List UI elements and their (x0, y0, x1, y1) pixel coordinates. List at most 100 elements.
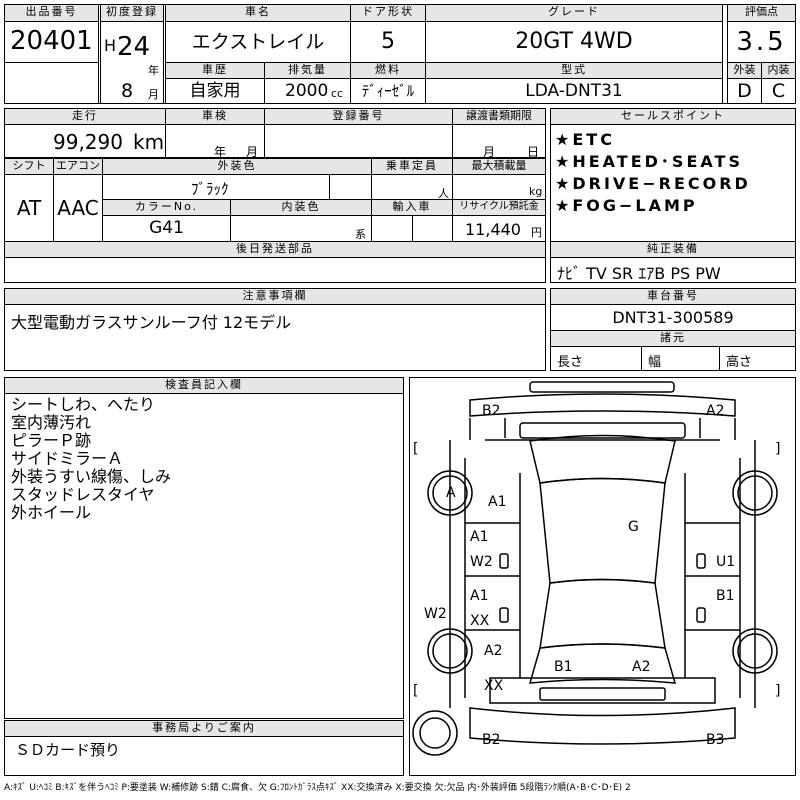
month-unit: 月 (148, 88, 159, 101)
mark-b2-bottom-left: B2 (482, 732, 501, 748)
capacity-label: 乗車定員 (371, 158, 453, 175)
inspection-month-unit: 月 (246, 145, 259, 158)
car-name: エクストレイル (191, 31, 325, 53)
reg-number-cell (264, 124, 453, 158)
shift-cell: AT (4, 174, 54, 242)
yen-unit: 円 (531, 226, 542, 239)
car-diagram: B2 A2 [ ] A A1 G A1 W2 U1 A1 B1 XX W2 A2… (409, 377, 796, 776)
mark-b1-rear-right-door: B1 (716, 588, 735, 604)
reg-number-label: 登録番号 (264, 108, 453, 125)
transfer-label: 譲渡書類期限 (452, 108, 546, 125)
mark-w2-side: W2 (424, 606, 447, 622)
first-reg-label: 初度登録 (100, 4, 164, 22)
transfer-month-unit: 月 (483, 145, 496, 158)
mark-g-glass: G (628, 519, 639, 535)
inspection-label: 車検 (165, 108, 265, 125)
ext-grade-cell: D (727, 78, 762, 104)
mark-a2-top-right: A2 (706, 403, 724, 419)
office-cell: ＳＤカード預り (4, 736, 404, 776)
transfer-day-unit: 日 (527, 145, 540, 158)
cc-unit: cc (331, 87, 344, 100)
km-unit: km (133, 130, 165, 154)
lot-lower (4, 62, 99, 104)
car-outline: B2 A2 [ ] A A1 G A1 W2 U1 A1 B1 XX W2 A2… (412, 381, 780, 756)
door-label: ドア形状 (350, 4, 426, 22)
equipment-cell: ﾅﾋﾞ TV SR ｴｱB PS PW (550, 257, 796, 283)
ac-label: エアコン (53, 158, 103, 175)
color-no-label: カラーNo. (102, 199, 231, 216)
doors: 5 (381, 29, 395, 54)
year-unit: 年 (148, 64, 159, 77)
office-label: 事務局よりご案内 (4, 720, 404, 737)
mark-b1-rear: B1 (554, 659, 573, 675)
mark-bracket-right-2: ] (775, 683, 780, 699)
notes-text: 大型電動ガラスサンルーフ付 12モデル (11, 313, 292, 332)
capacity-unit: 人 (438, 187, 449, 200)
sales-points: ★ETC ★HEATED･SEATS ★DRIVE−RECORD ★FOG−LA… (550, 124, 796, 242)
interior-color-label: 内装色 (230, 199, 372, 216)
ac-cell: AAC (53, 174, 103, 242)
chassis-cell: DNT31-300589 (550, 304, 796, 331)
color: ﾌﾞﾗｯｸ (191, 180, 229, 198)
grade-label: グレード (425, 4, 723, 22)
displacement-label: 排気量 (264, 62, 351, 79)
mark-bracket-left-2: [ (413, 683, 418, 699)
sales-label: セールスポイント (550, 108, 796, 125)
model-cell: LDA-DNT31 (425, 78, 723, 104)
history-cell: 自家用 (165, 78, 265, 104)
mark-w2-front-left: W2 (470, 554, 493, 570)
score-cell: 3.5 (727, 21, 796, 63)
ac: AAC (57, 196, 99, 220)
mark-xx-rear-left-lower: XX (484, 678, 504, 694)
era: H (104, 36, 117, 55)
mark-bracket-right-1: ] (775, 441, 780, 457)
width-label: 幅 (648, 355, 662, 370)
mark-a2-rear: A2 (632, 659, 650, 675)
mileage: 99,290 (53, 130, 123, 154)
mark-a1-front-left-door: A1 (470, 529, 488, 545)
load-cell: kg (452, 174, 546, 200)
ext-label: 外装 (727, 62, 762, 79)
color-cell: ﾌﾞﾗｯｸ (102, 174, 330, 200)
grade-cell: 20GT 4WD (425, 21, 723, 63)
mark-a1-hood: A1 (488, 494, 506, 510)
legend: A:ｷｽﾞ U:ﾍｺﾐ B:ｷｽﾞを伴うﾍｺﾐ P:要塗装 W:補修跡 S:錆 … (4, 783, 631, 793)
chassis-number: DNT31-300589 (612, 308, 734, 327)
inspector-line: サイドミラーＡ (11, 449, 124, 468)
shift: AT (16, 196, 42, 220)
color-no-cell: G41 (102, 215, 231, 242)
equipment: ﾅﾋﾞ TV SR ｴｱB PS PW (557, 264, 721, 283)
recycle: 11,440 (465, 220, 521, 239)
sales-point: ★ETC (555, 130, 615, 149)
lot-number: 20401 (10, 26, 93, 56)
interior-color-cell: 系 (230, 215, 372, 242)
length-label: 長さ (557, 355, 584, 370)
import-cell-2 (412, 215, 453, 242)
after-parts-label: 後日発送部品 (4, 241, 546, 258)
ext-grade: D (737, 80, 752, 102)
lot-label: 出品番号 (4, 4, 99, 22)
int-grade: C (771, 80, 786, 102)
int-grade-cell: C (761, 78, 796, 104)
after-parts-cell (4, 257, 546, 283)
inspector-line: 外ホイール (11, 503, 92, 522)
displacement-cell: 2000 cc (264, 78, 351, 104)
width-cell: 幅 (641, 346, 720, 371)
interior-unit: 系 (355, 228, 366, 241)
recycle-label: リサイクル預託金 (452, 199, 546, 216)
inspector-line: 室内薄汚れ (11, 413, 92, 432)
mileage-cell: 99,290 km (4, 124, 166, 158)
equipment-label: 純正装備 (550, 241, 796, 258)
inspector-label: 検査員記入欄 (4, 377, 404, 394)
recycle-cell: 11,440 円 (452, 215, 546, 242)
color-extra-cell (329, 174, 372, 200)
inspector-line: シートしわ、へたり (11, 395, 156, 414)
mark-u1-front-right: U1 (716, 554, 735, 570)
transfer-cell: 月 日 (452, 124, 546, 158)
displacement: 2000 (285, 81, 329, 101)
model-label: 型式 (425, 62, 723, 79)
mark-bracket-left-1: [ (413, 441, 418, 457)
height-label: 高さ (726, 355, 753, 370)
inspector-notes: シートしわ、へたり 室内薄汚れ ピラーＰ跡 サイドミラーＡ 外装うすい線傷、しみ… (4, 393, 404, 719)
score-label: 評価点 (727, 4, 796, 22)
